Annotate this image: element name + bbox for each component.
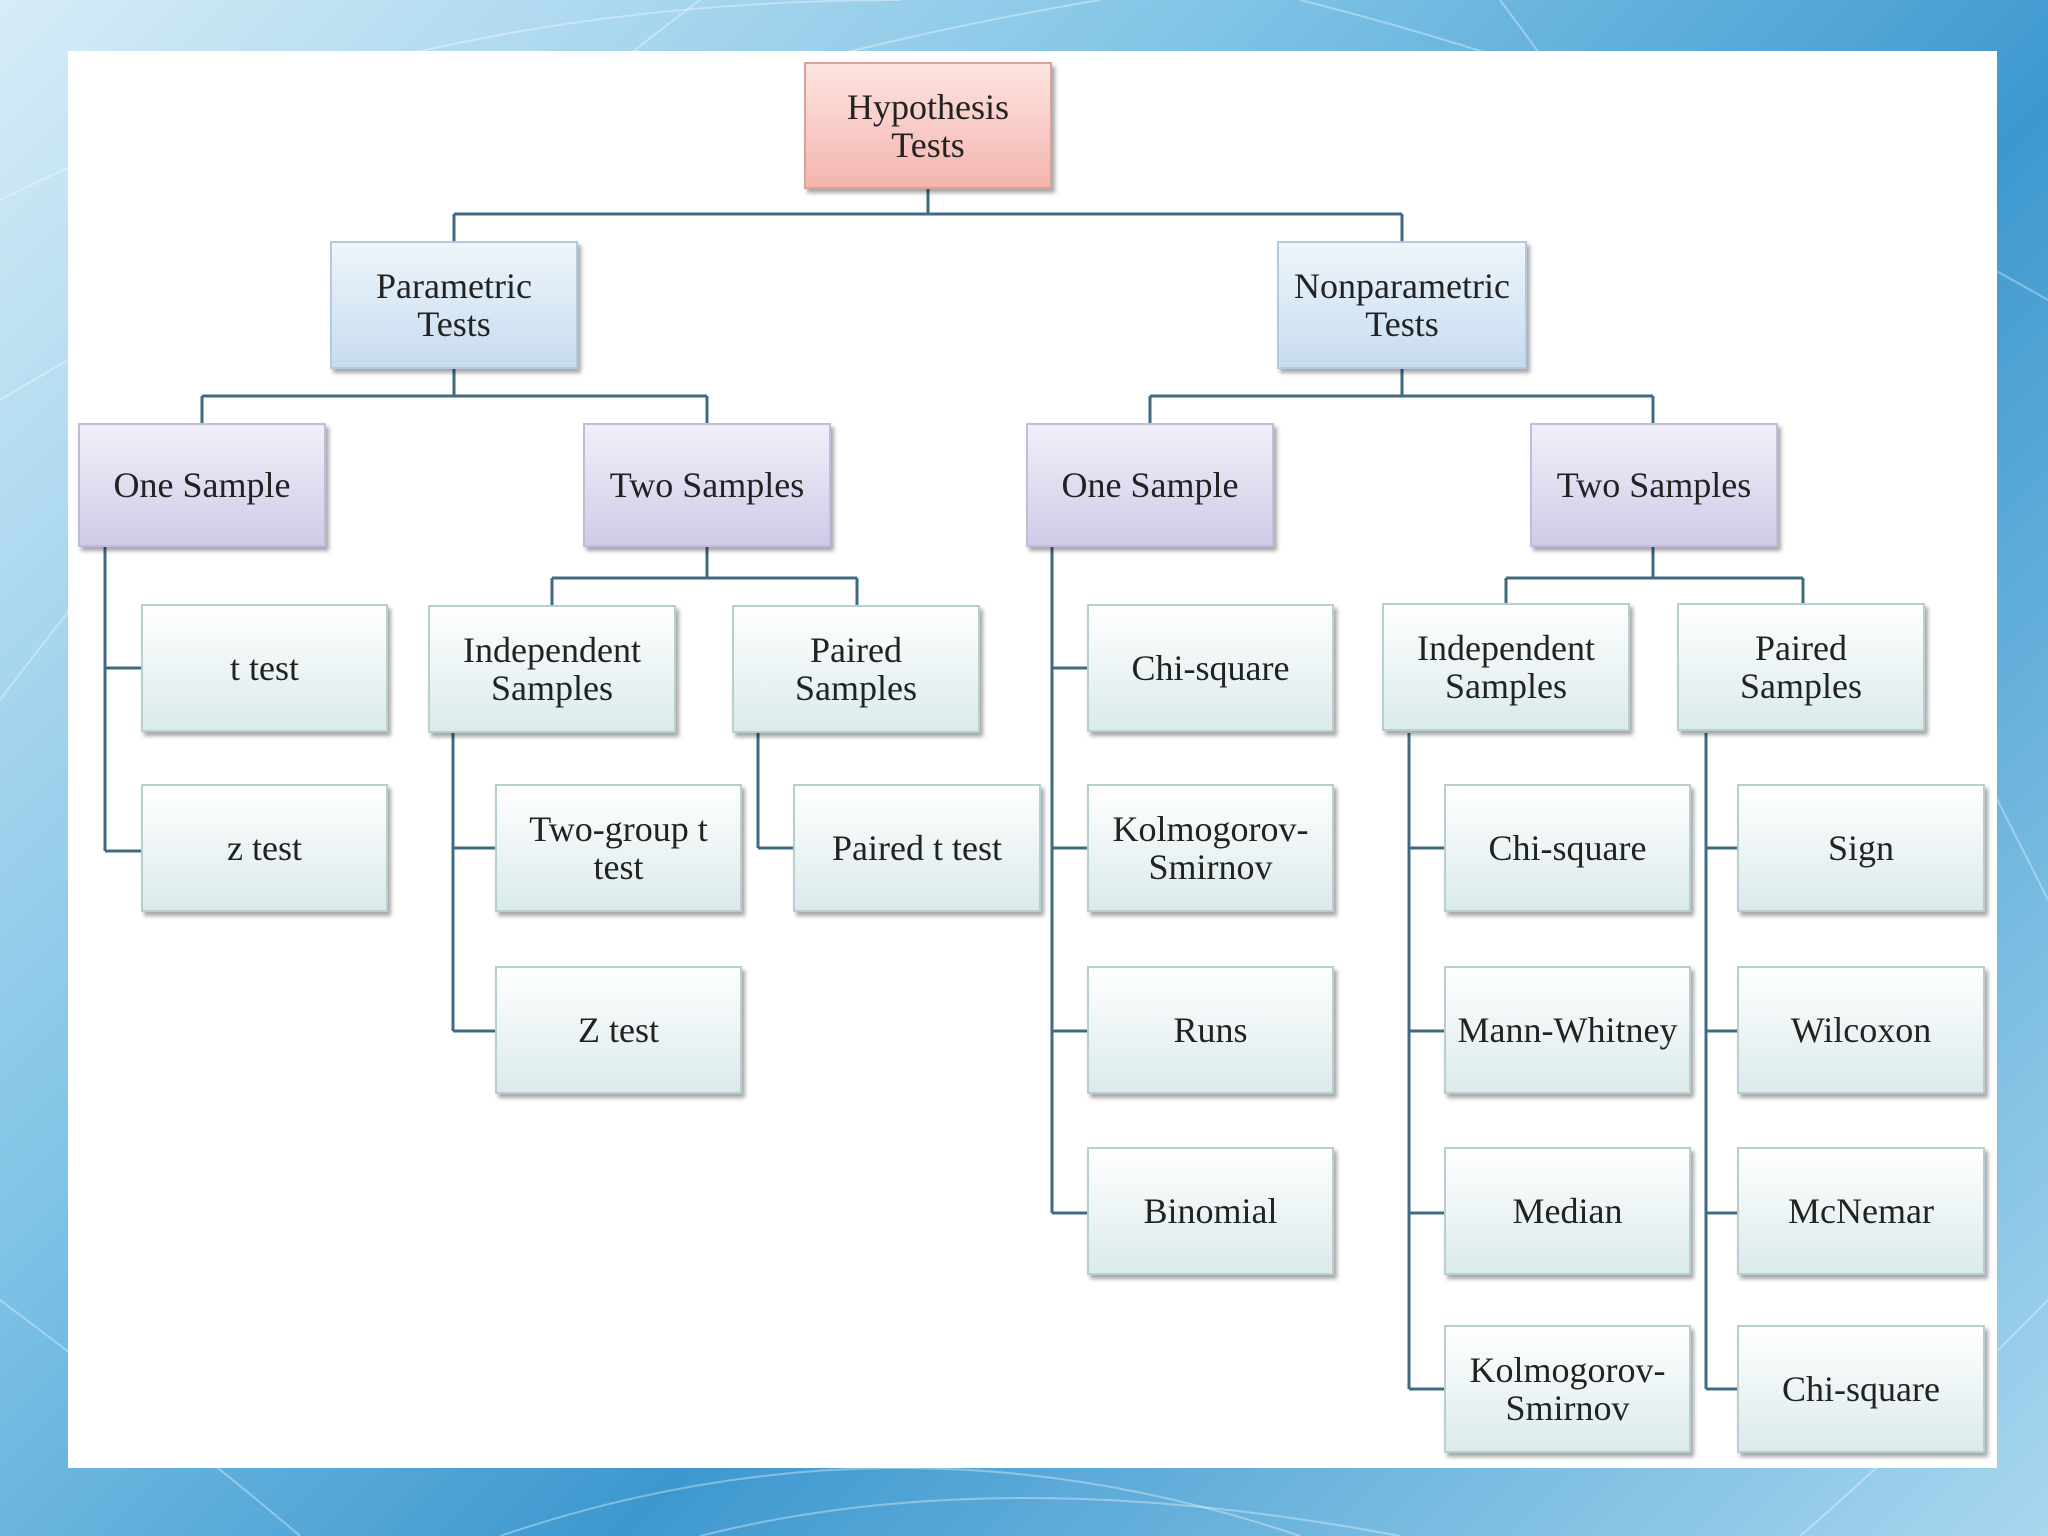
leaf-np-ind-median: Median <box>1444 1147 1691 1275</box>
leaf-paired-t-test: Paired t test <box>793 784 1041 912</box>
leaf-np-paired-mcnemar: McNemar <box>1737 1147 1985 1275</box>
leaf-np-ind-chi-square: Chi-square <box>1444 784 1691 912</box>
leaf-np-one-binomial: Binomial <box>1087 1147 1334 1275</box>
leaf-np-ind-mann-whitney: Mann-Whitney <box>1444 966 1691 1094</box>
leaf-z-test: z test <box>141 784 388 912</box>
node-nonparam-one-sample: One Sample <box>1026 423 1274 547</box>
node-param-paired-samples: Paired Samples <box>732 605 980 733</box>
leaf-np-one-runs: Runs <box>1087 966 1334 1094</box>
node-np-independent-samples: Independent Samples <box>1382 603 1630 731</box>
leaf-t-test: t test <box>141 604 388 732</box>
node-param-one-sample: One Sample <box>78 423 326 547</box>
leaf-np-ind-kolmogorov-smirnov: Kolmogorov- Smirnov <box>1444 1325 1691 1453</box>
leaf-np-paired-wilcoxon: Wilcoxon <box>1737 966 1985 1094</box>
tree-connectors <box>103 189 1805 1391</box>
leaf-np-one-chi-square: Chi-square <box>1087 604 1334 732</box>
node-np-paired-samples: Paired Samples <box>1677 603 1925 731</box>
node-param-two-samples: Two Samples <box>583 423 831 547</box>
leaf-np-paired-sign: Sign <box>1737 784 1985 912</box>
leaf-z-test-independent: Z test <box>495 966 742 1094</box>
node-hypothesis-tests: Hypothesis Tests <box>804 62 1052 189</box>
diagram-panel: Hypothesis Tests Parametric Tests Nonpar… <box>68 51 1997 1468</box>
leaf-np-one-kolmogorov-smirnov: Kolmogorov- Smirnov <box>1087 784 1334 912</box>
node-param-independent-samples: Independent Samples <box>428 605 676 733</box>
leaf-np-paired-chi-square: Chi-square <box>1737 1325 1985 1453</box>
node-nonparametric-tests: Nonparametric Tests <box>1277 241 1527 369</box>
leaf-two-group-t-test: Two-group t test <box>495 784 742 912</box>
node-parametric-tests: Parametric Tests <box>330 241 578 369</box>
node-nonparam-two-samples: Two Samples <box>1530 423 1778 547</box>
